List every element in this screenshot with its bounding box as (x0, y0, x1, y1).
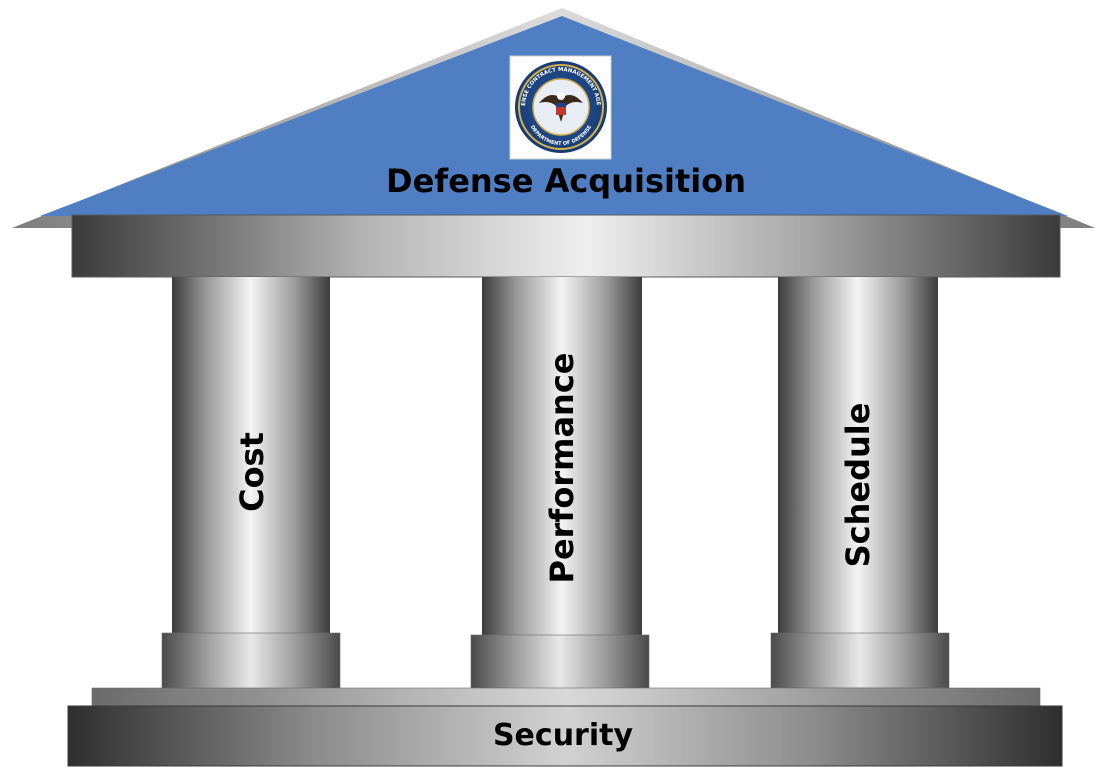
eagle-seal-icon (539, 92, 583, 122)
pillar-label-cost: Cost (233, 432, 271, 512)
foundation-slab (67, 705, 1063, 767)
pillar-label-performance: Performance (543, 352, 581, 583)
foundation-label: Security (493, 718, 634, 753)
pillar-performance (470, 277, 650, 691)
diagram-title: Defense Acquisition (386, 162, 746, 200)
foundation-step (91, 687, 1041, 709)
pillar-label-schedule: Schedule (839, 403, 877, 568)
pillar-cost (161, 277, 341, 690)
pillar-schedule (770, 277, 950, 689)
entablature-beam (71, 214, 1061, 278)
